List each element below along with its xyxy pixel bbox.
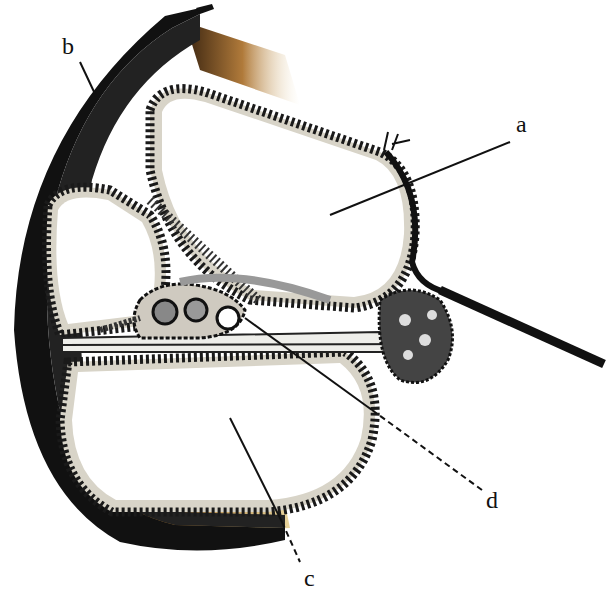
chamber-wall [150,89,415,308]
ganglion-cell [427,310,437,320]
leader-line [330,142,510,215]
spiral-ganglion [379,290,452,383]
ganglion-cell [399,314,411,326]
leader-line [282,522,300,562]
wall-tip [196,4,214,14]
hair-cell [185,299,207,321]
cell-row [100,318,140,330]
modiolus-edge [440,290,604,364]
tunnel [217,307,239,329]
ganglion-cell [419,334,431,346]
leader-line [372,410,482,490]
part-letter: a [514,112,529,136]
leader-line [80,62,96,96]
leader-line [245,318,372,410]
bone-edge-tip [384,132,410,150]
organ-of-corti [134,284,245,338]
part-letter: b [60,34,76,58]
part-letter: c [302,566,317,590]
leader-line [230,418,282,522]
tectorial-membrane [180,278,330,300]
hair-cell [153,300,177,324]
ganglion-cell [403,350,413,360]
basilar-membrane [62,344,430,345]
part-letter: d [484,488,500,512]
scala-tympani [72,363,364,500]
chamber-wall [60,352,375,512]
scala-vestibuli [162,99,404,297]
